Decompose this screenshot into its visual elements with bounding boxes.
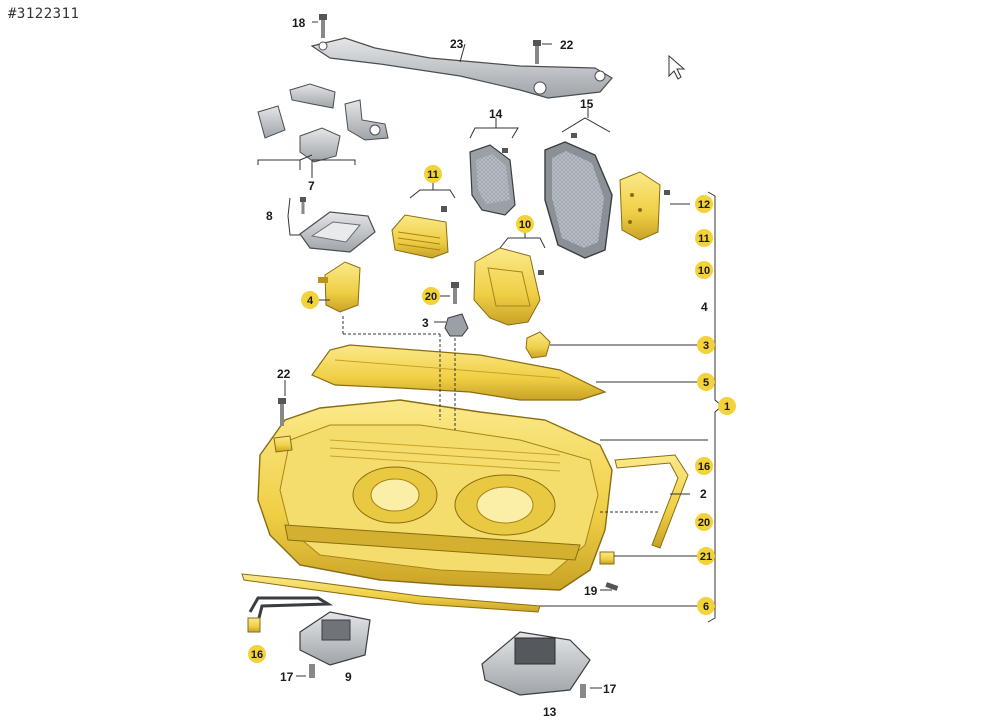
badge-16-lower: 16 [248, 645, 266, 663]
badge-5: 5 [697, 373, 715, 391]
part-4-servo-motor [318, 261, 361, 313]
part-14-frame [469, 144, 516, 216]
label-9: 9 [345, 670, 352, 684]
badge-3-right: 3 [697, 336, 715, 354]
label-17-left: 17 [280, 670, 294, 684]
svg-text:3: 3 [703, 340, 709, 352]
part-16-bulb-lower [247, 596, 334, 633]
label-14: 14 [489, 107, 503, 121]
badge-16-right: 16 [695, 457, 713, 475]
part-22-screw-top [533, 40, 541, 64]
badge-12: 12 [695, 195, 713, 213]
svg-text:10: 10 [519, 219, 531, 231]
part-19-screw [605, 582, 619, 591]
svg-text:11: 11 [427, 169, 439, 181]
part-3-bulb-socket-right [525, 331, 551, 359]
part-6-trim-strip [241, 573, 541, 613]
svg-text:5: 5 [703, 377, 709, 389]
part-1-headlight-housing [257, 399, 613, 591]
badge-11-top: 11 [424, 165, 442, 183]
svg-text:20: 20 [425, 291, 437, 303]
badge-20-right: 20 [695, 513, 713, 531]
part-23-mounting-bracket [310, 37, 613, 99]
part-22-screw-left [273, 398, 293, 453]
part-10-module-bracket [473, 247, 544, 326]
label-23: 23 [450, 37, 464, 51]
badge-21: 21 [697, 547, 715, 565]
svg-text:1: 1 [724, 401, 730, 413]
svg-text:6: 6 [703, 601, 709, 613]
label-22-left: 22 [277, 367, 291, 381]
label-7: 7 [308, 179, 315, 193]
part-13-control-unit [481, 631, 591, 698]
part-11-cover [391, 206, 449, 259]
label-3-upper: 3 [422, 316, 429, 330]
part-16-seal-right [614, 454, 689, 549]
label-17-right: 17 [603, 682, 617, 696]
svg-text:16: 16 [251, 649, 263, 661]
part-18-screw [319, 14, 327, 38]
badge-10-top: 10 [516, 215, 534, 233]
label-18: 18 [292, 16, 306, 30]
badge-6: 6 [697, 597, 715, 615]
part-8-bracket [299, 197, 376, 253]
part-21-clip [599, 551, 615, 565]
svg-text:16: 16 [698, 461, 710, 473]
label-8: 8 [266, 209, 273, 223]
part-7-bracket-set [257, 83, 389, 163]
label-15: 15 [580, 97, 594, 111]
part-3-bulb-socket-upper [444, 313, 469, 337]
part-20-screw [451, 282, 459, 304]
badge-1: 1 [718, 397, 736, 415]
svg-text:12: 12 [698, 199, 710, 211]
part-15-frame [544, 133, 613, 259]
mouse-pointer-icon [668, 54, 686, 80]
label-19: 19 [584, 584, 598, 598]
svg-text:20: 20 [698, 517, 710, 529]
svg-text:4: 4 [307, 295, 314, 307]
image-id: #3122311 [8, 6, 80, 22]
svg-text:11: 11 [698, 233, 710, 245]
label-22-top: 22 [560, 38, 574, 52]
label-2: 2 [700, 487, 707, 501]
label-4-right: 4 [701, 300, 708, 314]
badge-11-right: 11 [695, 229, 713, 247]
part-5-top-cover [311, 344, 607, 401]
part-9-ballast [299, 611, 371, 678]
badge-4-left: 4 [301, 291, 319, 309]
svg-text:10: 10 [698, 265, 710, 277]
part-12-control-module [619, 171, 670, 241]
badge-20-top: 20 [422, 287, 440, 305]
label-13: 13 [543, 705, 557, 719]
badge-10-right: 10 [695, 261, 713, 279]
svg-text:21: 21 [700, 551, 712, 563]
